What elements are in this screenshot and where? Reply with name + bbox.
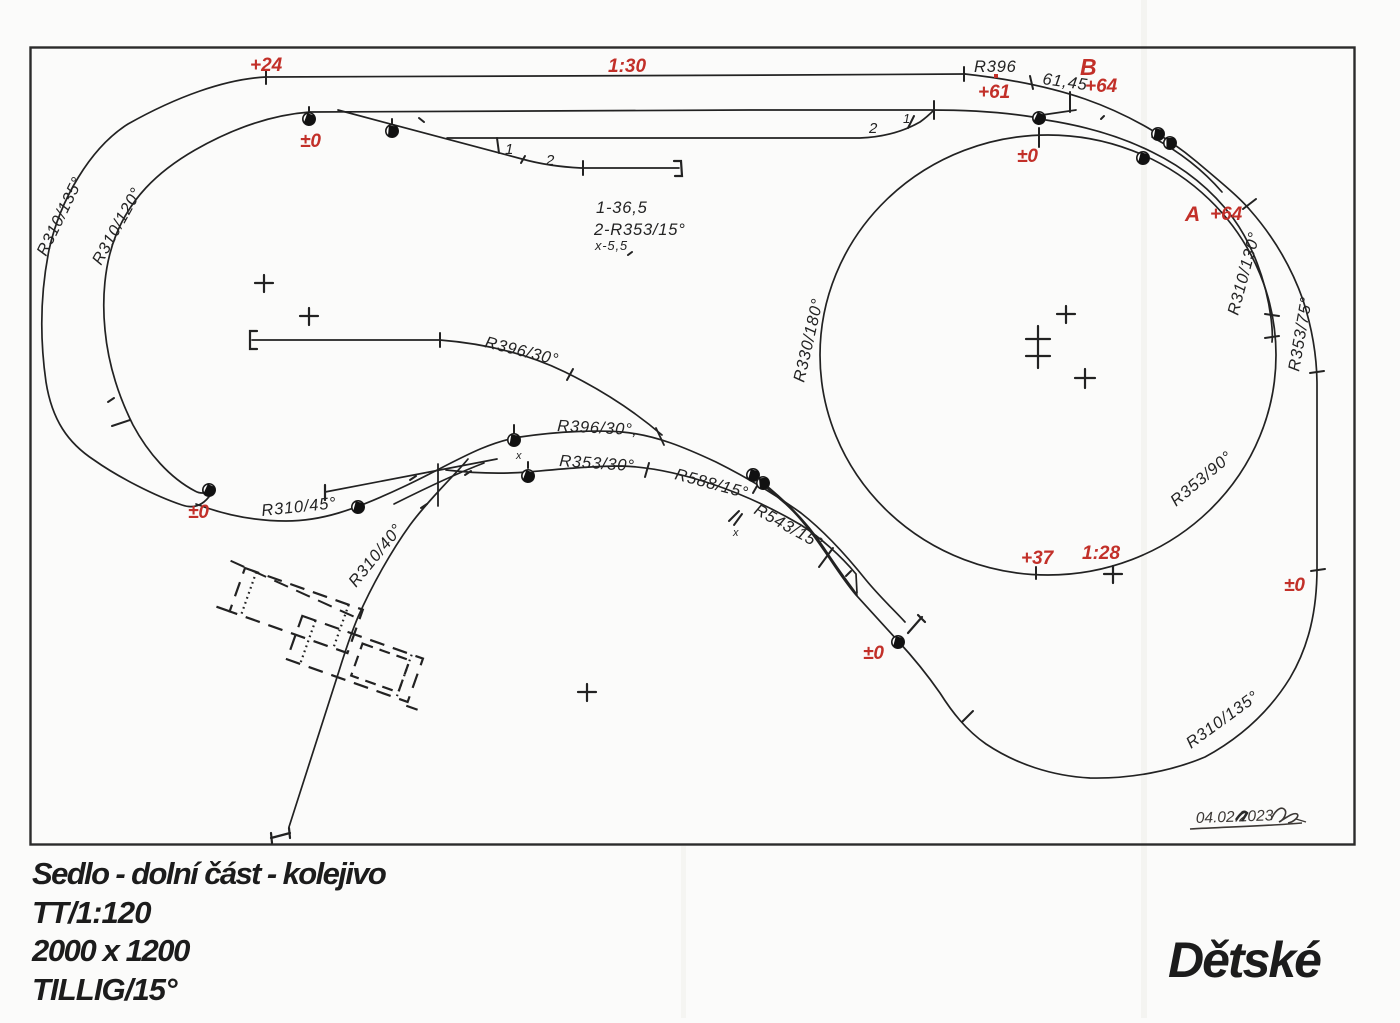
svg-text:R396/30°,: R396/30°, [557,417,639,439]
svg-text:R396: R396 [974,58,1017,76]
svg-text:2000 x 1200: 2000 x 1200 [31,933,190,968]
svg-text:Dětské: Dětské [1168,932,1321,988]
svg-text:±0: ±0 [300,131,321,152]
svg-text:x-5,5: x-5,5 [594,238,628,253]
svg-text:1-36,5: 1-36,5 [596,199,648,217]
svg-text:x: x [732,527,739,539]
svg-text:2: 2 [545,152,555,169]
svg-text:TILLIG/15°: TILLIG/15° [32,972,178,1007]
svg-text:A: A [1184,203,1200,226]
svg-text:B: B [1080,54,1097,80]
svg-text:±0: ±0 [188,502,209,523]
svg-text:2: 2 [868,120,878,137]
svg-text:x: x [515,450,522,462]
svg-text:1:30: 1:30 [608,56,646,77]
svg-text:2-R353/15°: 2-R353/15° [593,221,686,239]
svg-text:1: 1 [903,111,911,126]
svg-text:±0: ±0 [1284,575,1305,596]
svg-text:+24: +24 [250,55,283,76]
svg-text:+64: +64 [1085,76,1118,97]
svg-text:04.02.2023: 04.02.2023 [1196,807,1275,827]
svg-text:R353/30°: R353/30° [559,452,635,475]
svg-text:±0: ±0 [1017,146,1038,167]
svg-text:+64: +64 [1210,204,1243,225]
svg-text:TT/1:120: TT/1:120 [32,895,151,930]
svg-text:1:28: 1:28 [1082,543,1120,564]
svg-text:Sedlo - dolní část - kolejivo: Sedlo - dolní část - kolejivo [32,856,386,891]
svg-text:+37: +37 [1021,548,1055,569]
svg-text:1: 1 [505,141,514,158]
svg-text:+61: +61 [978,82,1010,103]
svg-text:±0: ±0 [863,643,884,664]
